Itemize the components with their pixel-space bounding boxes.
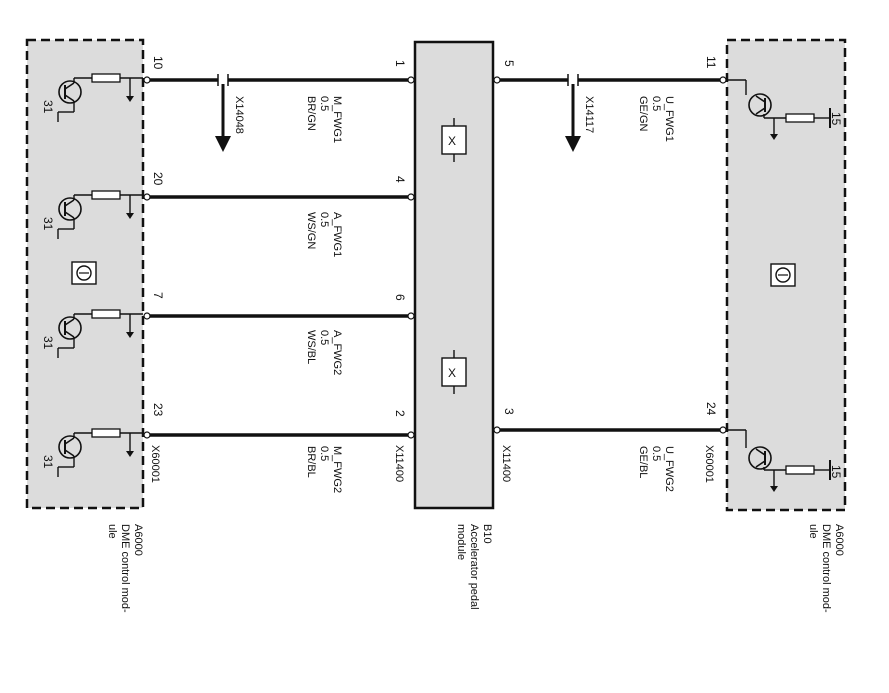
svg-text:0.5: 0.5	[318, 212, 330, 227]
pin-number: 24	[704, 402, 718, 416]
left-module-caption: A6000 DME control mod- ule	[106, 524, 144, 613]
left-wires	[148, 78, 410, 437]
pin-number: 3	[502, 408, 516, 415]
wire-label-a-fwg2: A_FWG2 0.5 WS/BL	[305, 330, 343, 375]
pin-number: 2	[393, 410, 407, 417]
pin-number: 10	[151, 56, 165, 70]
svg-text:0.5: 0.5	[650, 446, 662, 461]
module-id: B10	[481, 524, 493, 544]
connector-terminals	[143, 76, 727, 439]
right-wires	[498, 78, 722, 432]
right-internal-circuit-2: 15	[727, 429, 843, 492]
wire-label-m-fwg1: M_FWG1 0.5 BR/GN	[305, 96, 343, 143]
connector-label: X11400	[500, 445, 512, 482]
left-dme-module: 31 31 31	[25, 38, 145, 510]
svg-text:WS/GN: WS/GN	[305, 212, 317, 249]
svg-text:WS/BL: WS/BL	[305, 330, 317, 364]
splice-label: X14117	[583, 96, 595, 133]
wire-label-a-fwg1: A_FWG1 0.5 WS/GN	[305, 212, 343, 257]
svg-text:M_FWG2: M_FWG2	[331, 446, 343, 493]
left-internal-circuit-2: 31	[41, 190, 143, 239]
left-internal-circuit-4: 31	[41, 428, 143, 477]
connector-label: X11400	[393, 445, 405, 482]
ground-label: 31	[41, 100, 55, 114]
module-name: DME control mod-	[119, 524, 131, 613]
svg-text:0.5: 0.5	[650, 96, 662, 111]
ground-label: 31	[41, 217, 55, 231]
wire-label-m-fwg2: M_FWG2 0.5 BR/BL	[305, 446, 343, 493]
connector-label: X60001	[703, 445, 715, 483]
pedal-sensor-2: X	[441, 350, 467, 394]
svg-text:0.5: 0.5	[318, 330, 330, 345]
svg-text:GE/BL: GE/BL	[637, 446, 649, 478]
svg-text:M_FWG1: M_FWG1	[331, 96, 343, 143]
right-module-caption: A6000 DME control mod- ule	[807, 524, 845, 613]
splice-x14117: X14117	[565, 74, 595, 152]
svg-text:A_FWG2: A_FWG2	[331, 330, 343, 375]
right-internal-circuit-1: 15	[727, 79, 843, 140]
ground-label: 31	[41, 336, 55, 350]
splice-label: X14048	[233, 96, 245, 134]
supply-label: 15	[829, 112, 843, 126]
module-name: module	[455, 524, 467, 560]
module-name: ule	[106, 524, 118, 539]
pin-number: 1	[393, 60, 407, 67]
pin-number: 6	[393, 294, 407, 301]
left-internal-circuit-1: 31	[41, 73, 143, 122]
pin-number: 4	[393, 176, 407, 183]
module-id: A6000	[132, 524, 144, 556]
svg-text:BR/GN: BR/GN	[305, 96, 317, 131]
wire-label-u-fwg2: U_FWG2 0.5 GE/BL	[637, 446, 675, 492]
module-name: ule	[807, 524, 819, 539]
svg-text:0.5: 0.5	[318, 446, 330, 461]
module-name: Accelerator pedal	[468, 524, 480, 610]
pedal-sensor-1: X	[441, 118, 467, 162]
sensor-symbol: X	[448, 366, 456, 380]
pin-number: 20	[151, 172, 165, 186]
splice-x14048: X14048	[215, 74, 245, 152]
accelerator-pedal-module: X X	[413, 40, 495, 510]
svg-text:0.5: 0.5	[318, 96, 330, 111]
pin-number: 23	[151, 403, 165, 417]
pin-number: 7	[151, 292, 165, 299]
control-unit-icon	[770, 263, 796, 287]
svg-text:GE/GN: GE/GN	[637, 96, 649, 132]
right-dme-module: 15 15	[725, 38, 847, 512]
supply-label: 15	[829, 465, 843, 479]
left-internal-circuit-3: 31	[41, 309, 143, 358]
wire-label-u-fwg1: U_FWG1 0.5 GE/GN	[637, 96, 675, 142]
sensor-symbol: X	[448, 134, 456, 148]
module-id: A6000	[833, 524, 845, 556]
connector-label: X60001	[149, 445, 161, 483]
module-name: DME control mod-	[820, 524, 832, 613]
svg-text:U_FWG2: U_FWG2	[663, 446, 675, 492]
connector-labels: X60001 X11400 X11400 X60001	[149, 445, 715, 483]
ground-label: 31	[41, 455, 55, 469]
pin-number: 11	[704, 56, 718, 69]
svg-text:BR/BL: BR/BL	[305, 446, 317, 478]
svg-text:U_FWG1: U_FWG1	[663, 96, 675, 142]
pin-number: 5	[502, 60, 516, 67]
control-unit-icon	[71, 261, 97, 285]
pin-numbers: 10 20 7 23 1 4 6 2 5 3 11 24	[151, 56, 718, 417]
center-module-caption: B10 Accelerator pedal module	[455, 524, 493, 610]
svg-text:A_FWG1: A_FWG1	[331, 212, 343, 257]
